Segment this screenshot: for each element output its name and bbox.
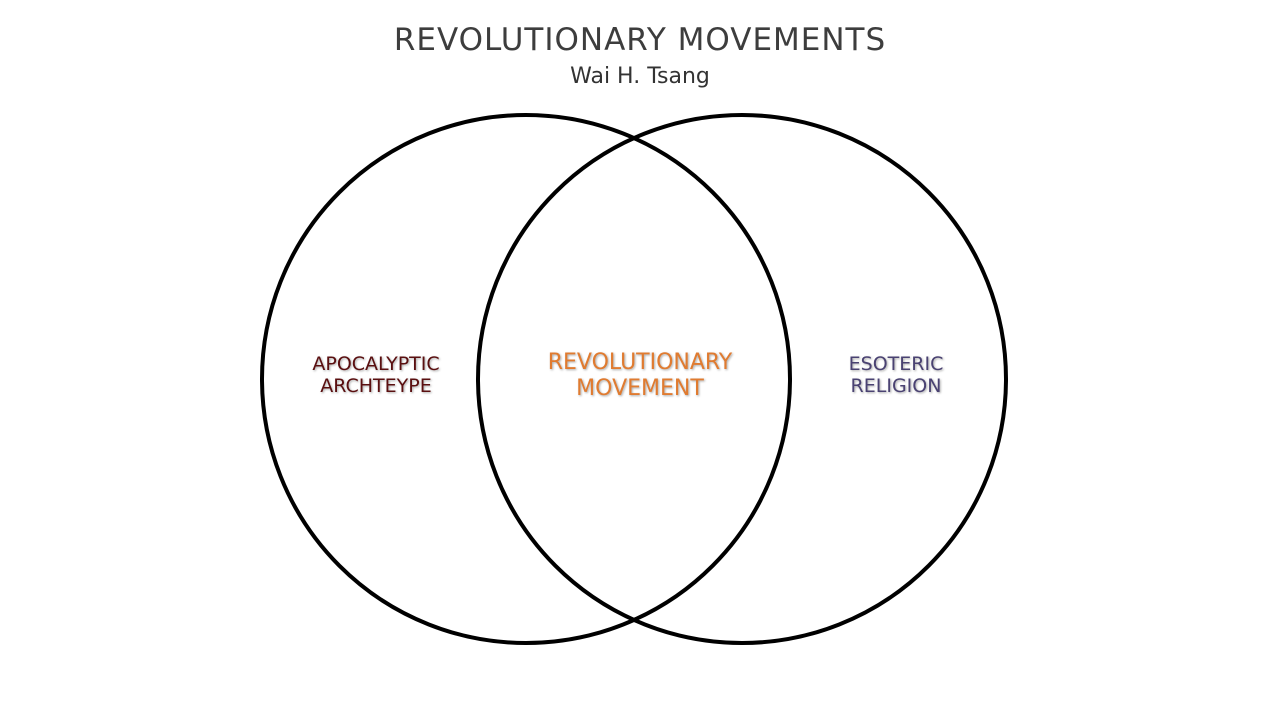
venn-label-intersection-line-1: REVOLUTIONARY	[547, 350, 733, 375]
venn-label-intersection: REVOLUTIONARY MOVEMENT	[520, 350, 760, 402]
venn-label-intersection-line-2: MOVEMENT	[576, 375, 704, 401]
venn-label-right: ESOTERIC RELIGION	[786, 353, 1006, 398]
slide-author: Wai H. Tsang	[570, 64, 710, 89]
venn-label-right-line-2: RELIGION	[850, 375, 942, 398]
venn-label-left: APOCALYPTIC ARCHTEYPE	[266, 353, 486, 398]
venn-label-left-line-1: APOCALYPTIC	[312, 353, 440, 375]
slide-title: REVOLUTIONARY MOVEMENTS	[393, 22, 887, 58]
venn-circle-left	[260, 113, 792, 645]
venn-circle-right	[476, 113, 1008, 645]
venn-label-left-line-2: ARCHTEYPE	[320, 375, 432, 398]
venn-label-right-line-1: ESOTERIC	[848, 353, 944, 375]
